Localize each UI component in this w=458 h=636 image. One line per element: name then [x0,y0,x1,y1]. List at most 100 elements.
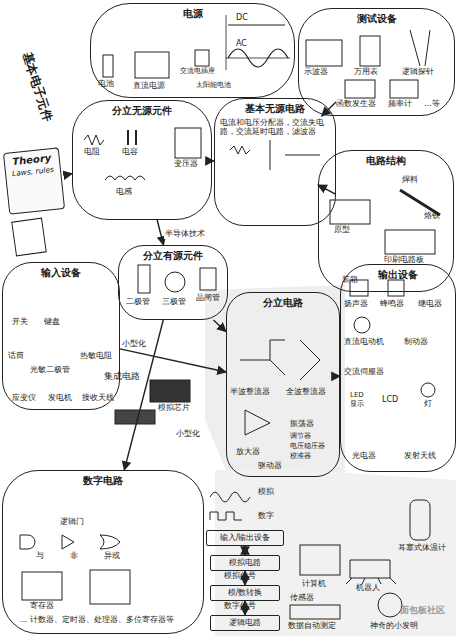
part-label: 电容 [122,148,138,157]
part-label: 驱动器 [258,462,282,471]
part-label: 扬声器 [344,300,368,309]
connector-arrow [318,185,336,195]
part-label: 发电机 [48,394,72,403]
part-label: 函数发生器 [336,100,376,108]
part-label: 校准器 [290,453,311,461]
capacitor-symbol [128,130,136,145]
part-label: 光敏二极管 [30,366,70,374]
connector-arrow [120,349,226,372]
part-label: 电阻 [84,148,100,157]
node-heading: 输入/输出设备 [207,532,283,543]
ic-chip [115,410,155,424]
part-label: 显示 [350,401,364,409]
part-label: 模拟 [258,488,274,497]
thyristor-symbol [200,268,216,290]
node-heading: 测试设备 [299,12,454,26]
part-label: 交流电插座 [180,68,215,76]
part-label: 非 [70,552,78,561]
part-label: 继电器 [418,300,442,309]
robot-symbol [346,560,396,584]
part-label: 神奇的小发明 [370,622,418,630]
node-heading: 输出设备 [341,268,455,282]
generator-symbol [345,80,375,98]
part-label: 话筒 [8,352,24,361]
part-label: DC [236,14,248,23]
part-label: 热敏电阻 [80,352,112,360]
computer-symbol [300,545,340,575]
process-box: 输入/输出设备 [206,530,284,546]
part-label: 交流伺服器 [344,368,384,377]
process-box: 模拟电路 [210,555,280,571]
part-label: 示波器 [304,68,328,77]
counter-symbol [390,80,418,98]
logic-gate-symbols [20,535,120,549]
diode-symbol [138,265,150,293]
group-cloud: 输入设备 [2,262,120,410]
dc-waveform [228,24,285,25]
diagram-title: 基本电子元件 [18,50,56,124]
part-label: 数据自动测定 [288,622,336,630]
resistor-symbol [84,135,104,145]
pcb-symbol [385,230,435,254]
part-label: 电池 [98,80,114,89]
part-label: 振荡器 [290,420,314,429]
group-cloud: TheoryLaws, rules [3,147,65,215]
node-heading: 模拟电路 [211,557,279,568]
part-label: 全波整流器 [286,388,326,396]
watermark: 面包板社区 [400,606,445,616]
power-supply-symbol [135,52,169,78]
part-label: 逻辑探针 [402,68,434,77]
node-heading: 输入设备 [3,266,119,280]
amplifier-symbol [245,410,270,435]
part-label: 与 [36,552,44,561]
node-body: Laws, rules [11,165,56,179]
connector-arrow [244,546,245,555]
connector-arrow [213,320,226,332]
socket-symbol [195,50,209,66]
transformer-symbol [175,128,201,158]
part-label: 异或 [104,552,120,561]
part-label: 开关 [12,318,28,327]
part-label: 小型化 [176,430,200,439]
multimeter-symbol [360,36,380,66]
part-label: AC [236,40,247,49]
part-label: 数字信号 [224,602,256,611]
part-label: 晶闸管 [196,294,220,303]
node-heading: 基本无源电路 [215,102,335,116]
thermometer-symbol [410,500,430,540]
edge-label: 半导体技术 [164,228,206,239]
part-label: 印刷电路板 [384,256,424,265]
part-label: 应变仪 [12,394,36,403]
axis-lines [226,15,290,70]
part-label: 太阳能电池 [196,82,231,90]
register-symbol [22,572,62,600]
part-label: 数字 [258,512,274,521]
part-label: 二极管 [126,298,150,307]
connector-arrow [157,220,163,245]
node-heading: 分立有源元件 [119,249,227,263]
part-label: LED [350,392,364,400]
battery-symbol [103,55,113,77]
part-label: 耳塞式体温计 [398,544,446,552]
process-box: 逻辑电路 [210,615,280,631]
part-label: 频率计 [388,100,412,108]
part-label: 蜂鸣器 [380,300,404,309]
prototype-board [330,200,370,224]
node-heading: 分立电路 [227,296,339,310]
transistor-symbol [165,272,185,292]
node-heading: 逻辑电路 [211,617,279,628]
shaded-region [215,470,456,636]
group-cloud: 电源 [90,3,295,98]
part-label: 装箱 [342,276,358,285]
lamp-symbol [421,383,435,397]
part-label: 直流电源 [133,82,165,91]
node-heading: 数字电路 [3,474,203,488]
part-label: 烙铁 [424,212,440,221]
part-label: 调节器 [290,433,311,441]
part-label: 灯 [424,400,432,409]
part-label: 键盘 [44,318,60,327]
part-label: 接收天线 [82,394,114,402]
motor-symbol [354,317,370,333]
part-label: 小型化 [122,340,146,349]
